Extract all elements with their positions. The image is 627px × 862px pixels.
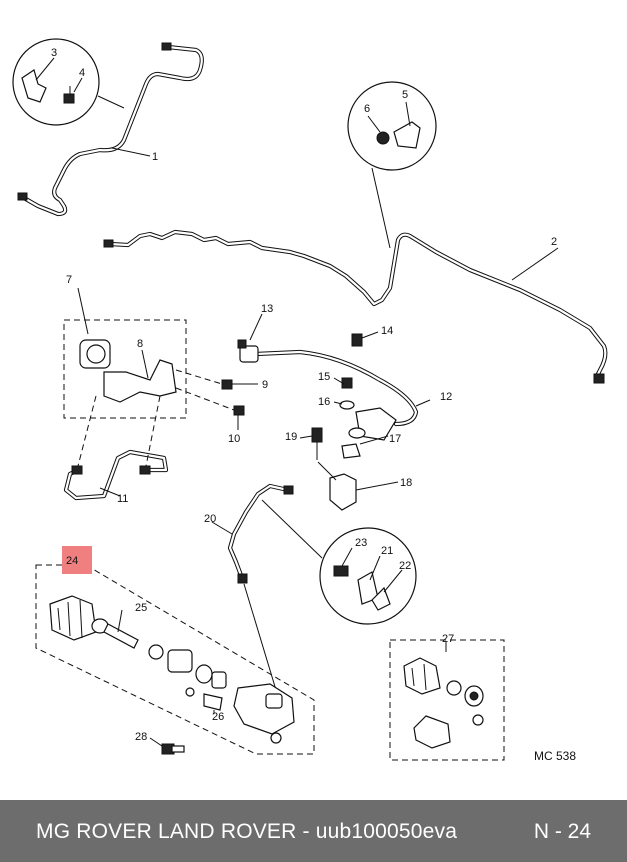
callout-26: 26 — [212, 711, 224, 723]
callout-11: 11 — [117, 493, 128, 505]
callout-20: 20 — [204, 513, 216, 525]
footer-bar: MG ROVER LAND ROVER - uub100050eva N - 2… — [0, 800, 627, 862]
callout-17: 17 — [389, 433, 401, 445]
callout-8: 8 — [137, 338, 143, 350]
callout-16: 16 — [318, 396, 330, 408]
footer-page-number: N - 24 — [533, 820, 591, 843]
callout-14: 14 — [381, 325, 393, 337]
clutch-pipe-20 — [211, 483, 294, 691]
callout-9: 9 — [262, 379, 268, 391]
clutch-pipe-1 — [17, 42, 204, 217]
callout-12: 12 — [440, 391, 452, 403]
callout-27: 27 — [442, 633, 454, 645]
master-cylinder-bracket-group — [63, 287, 258, 501]
diagram-reference: MC 538 — [534, 749, 576, 763]
callout-1: 1 — [152, 151, 158, 163]
callout-23: 23 — [355, 537, 367, 549]
clutch-pipe-2 — [103, 229, 608, 384]
callout-7: 7 — [66, 274, 72, 286]
callout-3: 3 — [51, 47, 57, 59]
callout-4: 4 — [79, 67, 85, 79]
footer-title: MG ROVER LAND ROVER - uub100050eva — [36, 820, 458, 843]
callout-21: 21 — [381, 545, 393, 557]
inset-union-detail — [261, 499, 417, 625]
hose-and-bracket-group — [237, 313, 431, 511]
inset-bracket-detail — [347, 81, 437, 249]
bolt-28 — [149, 737, 185, 755]
repair-kit-group — [389, 639, 505, 761]
callout-6: 6 — [364, 103, 370, 115]
callout-5: 5 — [402, 89, 408, 101]
callout-28: 28 — [135, 731, 147, 743]
callout-19: 19 — [285, 431, 297, 443]
callout-25: 25 — [135, 602, 147, 614]
callout-13: 13 — [261, 303, 273, 315]
inset-clip-detail — [12, 38, 125, 126]
callout-22: 22 — [399, 560, 411, 572]
callout-15: 15 — [318, 371, 330, 383]
parts-diagram: 3 4 1 6 5 2 7 8 9 10 11 13 14 15 16 12 1… — [12, 38, 608, 763]
callout-24: 24 — [66, 555, 78, 567]
callout-2: 2 — [551, 236, 557, 248]
callout-10: 10 — [228, 433, 240, 445]
callout-18: 18 — [400, 477, 412, 489]
slave-cylinder-group — [35, 546, 315, 755]
highlight-box — [62, 546, 92, 574]
